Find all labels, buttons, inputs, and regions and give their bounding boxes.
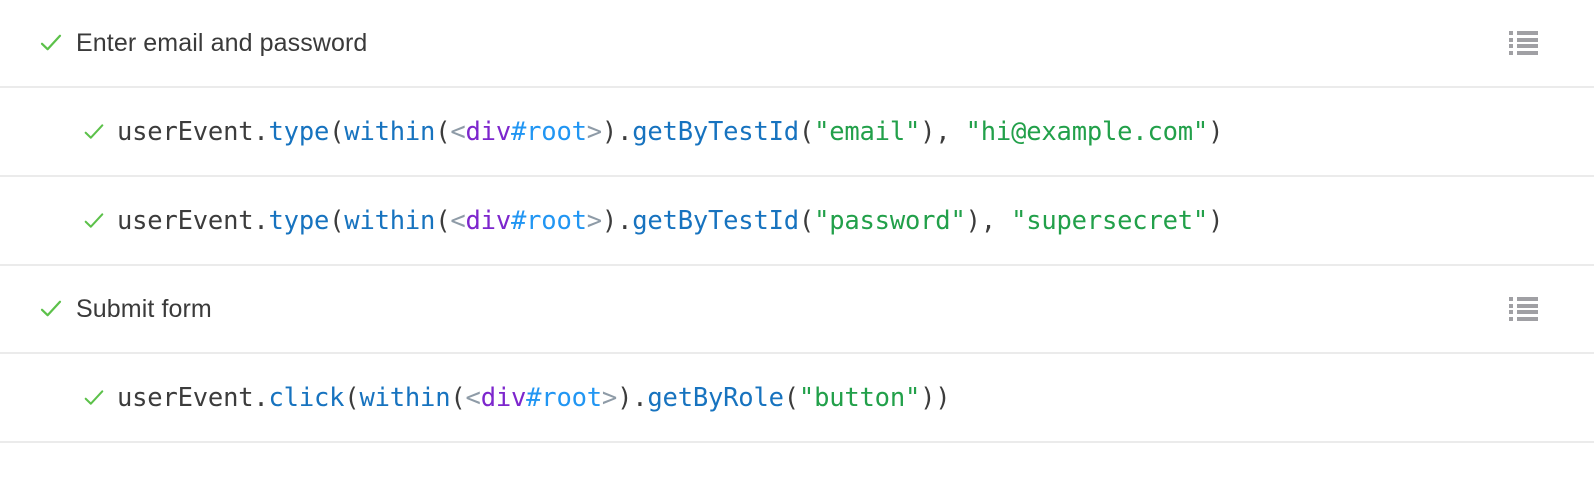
code-token-punc: ( bbox=[344, 382, 360, 413]
code-token-tag: div bbox=[465, 116, 512, 147]
list-icon-bar bbox=[1517, 31, 1538, 35]
code-token-punc: . bbox=[617, 205, 633, 236]
code-token-punc: ), bbox=[965, 205, 1012, 236]
test-group-title: Enter email and password bbox=[76, 28, 368, 57]
code-token-punc: ( bbox=[329, 116, 345, 147]
code-token-fn: getByTestId bbox=[632, 116, 799, 147]
code-token-string: "password" bbox=[814, 205, 966, 236]
list-icon-dot bbox=[1509, 31, 1513, 35]
code-token-fn: type bbox=[268, 205, 330, 236]
code-token-punc: ( bbox=[783, 382, 799, 413]
list-icon-dot bbox=[1509, 310, 1513, 315]
list-icon-bar bbox=[1517, 303, 1538, 308]
list-icon-row bbox=[1509, 44, 1539, 49]
code-token-punc: ) bbox=[1208, 205, 1224, 236]
list-icon-dot bbox=[1509, 316, 1513, 321]
code-token-string: "hi@example.com" bbox=[965, 116, 1209, 147]
code-token-punc: ( bbox=[435, 116, 451, 147]
code-token-fn: getByRole bbox=[647, 382, 784, 413]
test-assertion-row[interactable]: userEvent.click(within(<div#root>).getBy… bbox=[0, 354, 1594, 443]
code-token-punc: . bbox=[632, 382, 648, 413]
code-token-fn: click bbox=[268, 382, 345, 413]
list-icon-row bbox=[1509, 316, 1539, 321]
list-icon-row bbox=[1509, 303, 1539, 308]
list-icon-bar bbox=[1517, 316, 1538, 321]
list-icon-dot bbox=[1509, 303, 1513, 308]
code-token-string: "email" bbox=[814, 116, 921, 147]
assertion-code: userEvent.type(within(<div#root>).getByT… bbox=[117, 206, 1223, 236]
code-token-fn: within bbox=[359, 382, 451, 413]
code-token-bracket: < bbox=[465, 382, 481, 413]
code-token-punc: . bbox=[617, 116, 633, 147]
code-token-punc: ) bbox=[601, 205, 618, 236]
list-icon-row bbox=[1509, 310, 1539, 315]
code-token-bracket: > bbox=[586, 116, 602, 147]
code-token-punc: . bbox=[253, 382, 269, 413]
code-token-punc: ( bbox=[798, 205, 815, 236]
test-assertion-row[interactable]: userEvent.type(within(<div#root>).getByT… bbox=[0, 177, 1594, 266]
code-token-plain: userEvent bbox=[117, 116, 254, 147]
list-icon[interactable] bbox=[1509, 31, 1539, 55]
check-icon bbox=[38, 296, 64, 322]
check-icon bbox=[82, 120, 106, 144]
list-icon-row bbox=[1509, 37, 1539, 42]
code-token-id: #root bbox=[511, 116, 587, 147]
list-icon-dot bbox=[1509, 37, 1513, 42]
list-icon-bar bbox=[1517, 50, 1538, 55]
list-icon[interactable] bbox=[1509, 297, 1539, 321]
code-token-string: "button" bbox=[798, 382, 921, 413]
code-token-punc: ( bbox=[798, 116, 815, 147]
code-token-string: "supersecret" bbox=[1011, 205, 1209, 236]
list-icon-dot bbox=[1509, 297, 1513, 301]
code-token-bracket: < bbox=[450, 116, 466, 147]
assertion-code: userEvent.click(within(<div#root>).getBy… bbox=[117, 382, 951, 413]
check-icon bbox=[38, 30, 64, 56]
list-icon-bar bbox=[1517, 297, 1538, 301]
code-token-id: #root bbox=[526, 382, 602, 413]
assertion-code: userEvent.type(within(<div#root>).getByT… bbox=[117, 117, 1223, 147]
code-token-fn: within bbox=[344, 116, 436, 147]
code-token-punc: ) bbox=[1208, 116, 1224, 147]
list-icon-bar bbox=[1517, 310, 1538, 315]
check-icon bbox=[82, 386, 106, 410]
list-icon-bar bbox=[1517, 44, 1538, 49]
code-token-punc: . bbox=[253, 205, 269, 236]
code-token-fn: type bbox=[268, 116, 330, 147]
code-token-punc: . bbox=[253, 116, 269, 147]
code-token-punc: )) bbox=[920, 382, 951, 413]
code-token-bracket: > bbox=[586, 205, 602, 236]
code-token-tag: div bbox=[480, 382, 527, 413]
test-results-list: Enter email and password bbox=[0, 0, 1594, 443]
code-token-plain: userEvent bbox=[117, 205, 254, 236]
test-group-title: Submit form bbox=[76, 294, 212, 323]
code-token-punc: ), bbox=[920, 116, 966, 147]
code-token-fn: getByTestId bbox=[632, 205, 799, 236]
list-icon-dot bbox=[1509, 50, 1513, 55]
check-icon bbox=[82, 209, 106, 233]
list-icon-bar bbox=[1517, 37, 1538, 42]
code-token-punc: ) bbox=[617, 382, 633, 413]
list-icon-row bbox=[1509, 31, 1539, 35]
test-assertion-row[interactable]: userEvent.type(within(<div#root>).getByT… bbox=[0, 88, 1594, 177]
list-icon-row bbox=[1509, 50, 1539, 55]
list-icon-row bbox=[1509, 297, 1539, 301]
code-token-fn: within bbox=[344, 205, 436, 236]
code-token-punc: ( bbox=[450, 382, 466, 413]
code-token-bracket: < bbox=[450, 205, 466, 236]
code-token-plain: userEvent bbox=[117, 382, 254, 413]
code-token-punc: ( bbox=[435, 205, 451, 236]
test-group-row[interactable]: Submit form bbox=[0, 266, 1594, 354]
list-icon-dot bbox=[1509, 44, 1513, 49]
code-token-punc: ) bbox=[601, 116, 618, 147]
test-group-row[interactable]: Enter email and password bbox=[0, 0, 1594, 88]
code-token-punc: ( bbox=[329, 205, 345, 236]
code-token-tag: div bbox=[465, 205, 512, 236]
code-token-id: #root bbox=[511, 205, 587, 236]
code-token-bracket: > bbox=[601, 382, 618, 413]
